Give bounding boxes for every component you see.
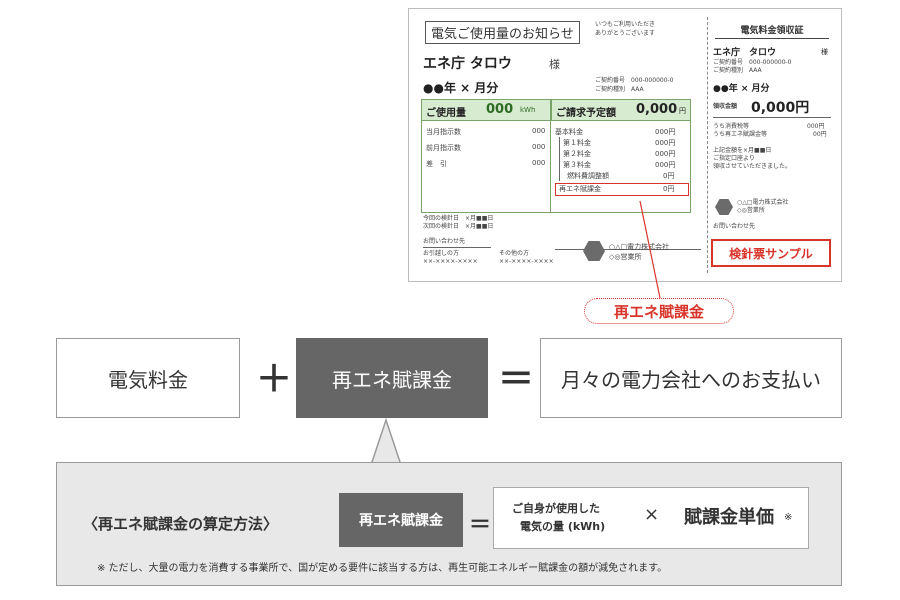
usage-label: ご使用量	[426, 108, 466, 119]
meter-row-value: 000	[532, 159, 546, 167]
tax-value: 000円	[807, 123, 825, 130]
usage-line-2: 電気の量 (kWh)	[520, 520, 606, 533]
unit-price-label: 賦課金単価	[684, 507, 774, 528]
receipt-contact-header: お問い合わせ先	[713, 223, 756, 230]
company-name: ○△□電力株式会社	[609, 243, 670, 251]
meter-row-label: 当月指示数	[426, 128, 461, 136]
honorific: 様	[549, 58, 560, 71]
amount-value: 0,000	[636, 102, 678, 117]
callout-pointer-line	[639, 200, 661, 299]
formula-renewable-fee-box: 再エネ賦課金	[339, 493, 463, 547]
meter-row-label: 前月指示数	[426, 144, 461, 152]
electricity-fee-box: 電気料金	[56, 338, 240, 418]
contact-move-number: ××-××××-××××	[423, 258, 478, 265]
monthly-payment-box: 月々の電力会社へのお支払い	[540, 338, 842, 418]
usage-line-1: ご自身が使用した	[512, 502, 600, 515]
meter-row-value: 000	[532, 143, 546, 151]
company-branch: ◇◎営業所	[609, 253, 642, 261]
receipt-customer-name: エネ庁 タロウ	[713, 48, 777, 58]
charge-row-value: 0円	[663, 185, 675, 193]
charge-row-value: 000円	[655, 128, 676, 136]
received-value: 0,000円	[751, 100, 810, 116]
calculation-method-panel: 〈再エネ賦課金の算定方法〉 再エネ賦課金 ＝ ご自身が使用した 電気の量 (kW…	[56, 462, 842, 586]
charge-row-label: 第１料金	[563, 139, 591, 147]
charge-row-value: 000円	[655, 150, 676, 158]
contact-header: お問い合わせ先	[423, 238, 466, 245]
tax-label: うち消費税等	[713, 123, 750, 130]
meter-row-value: 000	[532, 127, 546, 135]
usage-value: 000	[486, 102, 514, 117]
company-logo-icon	[583, 241, 605, 261]
charge-row-label: 第２料金	[563, 150, 591, 158]
charge-row-label: 再エネ賦課金	[559, 185, 601, 193]
usage-unit: kWh	[520, 106, 536, 114]
received-rule	[713, 117, 831, 118]
customer-name: エネ庁 タロウ	[423, 56, 512, 72]
contact-other-label: その他の方	[499, 250, 530, 257]
receipt-company-logo-icon	[715, 199, 733, 215]
charge-row-label: 基本料金	[555, 128, 583, 136]
receipt-honorific: 様	[821, 48, 828, 56]
renewable-fee-label: うち再エネ賦課金等	[713, 131, 768, 138]
receipt-note-1: 上記金額を×月■■日	[713, 147, 772, 154]
amount-header: ご請求予定額 0,000 円	[551, 99, 691, 121]
bill-sample: 電気ご使用量のお知らせ いつもご利用いただき ありがとうございます エネ庁 タロ…	[408, 8, 842, 282]
amount-unit: 円	[679, 107, 686, 115]
plus-sign: ＋	[256, 359, 293, 400]
charge-row-value: 000円	[655, 161, 676, 169]
perforation-line	[707, 17, 708, 273]
charge-table: 基本料金 000円 第１料金 000円 第２料金 000円 第３料金 000円 …	[551, 121, 691, 213]
charge-row-label: 燃料費調整額	[567, 172, 609, 180]
charge-row-label: 第３料金	[563, 161, 591, 169]
renewable-fee-value: 00円	[813, 131, 827, 138]
inspection-next: 次回の検針日 ×月■■日	[423, 223, 494, 230]
formula-usage-box: ご自身が使用した 電気の量 (kWh) × 賦課金単価 ※	[493, 487, 809, 549]
charge-row-value: 0円	[663, 172, 675, 180]
receipt-company-name: ○△□電力株式会社	[737, 199, 789, 206]
receipt-month: ●●年 × 月分	[713, 84, 770, 94]
reduction-note: ※ ただし、大量の電力を消費する事業所で、国が定める要件に該当する方は、再生可能…	[97, 563, 668, 574]
contract-type: ご契約種別 AAA	[595, 86, 644, 93]
inspection-this: 今回の検針日 ×月■■日	[423, 215, 494, 222]
greeting-line-1: いつもご利用いただき	[595, 21, 656, 28]
greeting-line-2: ありがとうございます	[595, 30, 656, 37]
times-sign: ×	[644, 504, 660, 525]
receipt-note-3: 領収させていただきました。	[713, 163, 792, 170]
receipt-company-branch: ◇◎営業所	[737, 207, 765, 214]
renewable-highlight-box	[555, 183, 689, 196]
usage-header: ご使用量 000 kWh	[421, 99, 551, 121]
contact-move-label: お引越しの方	[423, 250, 460, 257]
charge-bracket	[559, 137, 560, 181]
sample-stamp: 検針票サンプル	[711, 239, 831, 267]
receipt-title: 電気料金領収証	[715, 23, 829, 39]
equals-sign: ＝	[498, 359, 535, 400]
company-rule	[555, 249, 701, 250]
unit-price-mark: ※	[784, 512, 793, 523]
meter-table: 当月指示数 000 前月指示数 000 差 引 000	[421, 121, 551, 213]
amount-label: ご請求予定額	[556, 108, 616, 119]
receipt-note-2: ご指定口座より	[713, 155, 755, 162]
renewable-fee-callout: 再エネ賦課金	[584, 298, 734, 324]
calculation-method-title: 〈再エネ賦課金の算定方法〉	[83, 515, 279, 533]
receipt-contract-type: ご契約種別 AAA	[713, 67, 762, 74]
renewable-fee-box: 再エネ賦課金	[296, 338, 488, 418]
formula-equals-sign: ＝	[469, 513, 492, 538]
receipt-contract-number: ご契約番号 000-000000-0	[713, 59, 792, 66]
formula-pointer-triangle	[370, 417, 402, 463]
contract-number: ご契約番号 000-000000-0	[595, 77, 674, 84]
received-label: 領収金額	[713, 103, 738, 110]
charge-row-value: 000円	[655, 139, 676, 147]
meter-row-label: 差 引	[426, 160, 447, 168]
contact-rule	[423, 247, 491, 248]
bill-title: 電気ご使用量のお知らせ	[425, 21, 580, 44]
contact-other-number: ××-××××-××××	[499, 258, 554, 265]
billing-month: ●●年 × 月分	[423, 81, 499, 95]
